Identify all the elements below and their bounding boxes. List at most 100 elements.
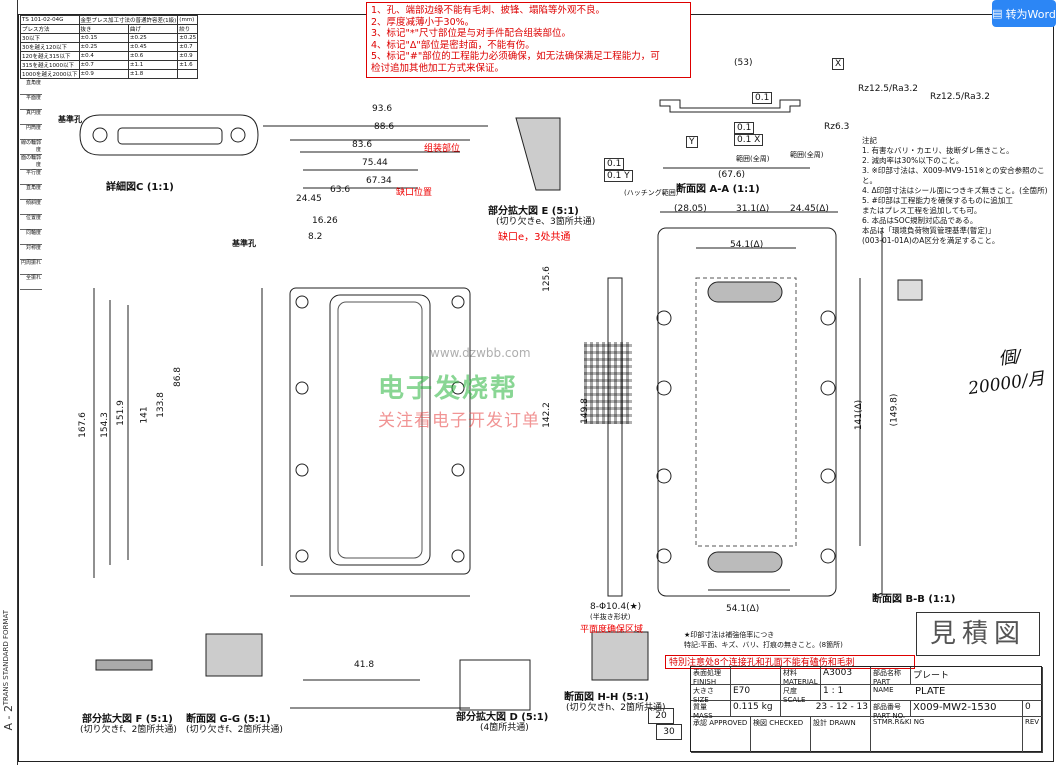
dim-86-8: 86.8 [173,366,184,388]
red-note: 5、标记"#"部位的工程能力必须确保，如无法确保满足工程能力，可 [371,51,660,62]
dim-41-8: 41.8 [354,660,375,670]
std-cell: 315を越え1000以下 [20,60,80,70]
red-note: 检讨追加其他加工方式来保证。 [371,62,505,74]
std-cell: 30を越え120以下 [20,42,80,52]
dim-53: (53) [734,58,753,68]
legend-item: 全振れ [20,275,42,290]
dim-154-3: 154.3 [99,412,110,438]
datum-x: X [832,58,845,70]
std-cell: ±0.9 [177,51,199,61]
std-cell: ±1.1 [127,60,179,70]
convert-to-word-button[interactable]: ▤ 转为Word [992,0,1056,27]
doc-icon: ▤ [992,7,1003,20]
dim-149-8-bb: (149.8) [889,393,900,427]
std-unit: (mm) [177,15,199,25]
std-cell: ±0.25 [127,33,179,43]
legend-item: 面の輪郭度 [20,155,42,170]
mass-label: 質量 MASS [691,701,731,720]
std-cell: ±0.7 [78,60,129,70]
dim-24-45: 24.45 [296,194,322,204]
partial-d-subtitle: (4箇所共通) [480,723,529,733]
gdt-legend: 直角度 平面度 真円度 円筒度 線の輪郭度 面の輪郭度 平行度 直角度 傾斜度 … [20,80,42,290]
approved-label: 承認 APPROVED [691,717,751,753]
checked-label: 検図 CHECKED [751,717,811,753]
std-cell: 30以下 [20,33,80,43]
note-line: 1. 有害なバリ・カエリ、抜断ダレ無きこと。 [862,146,1014,155]
part-name-jp: プレート [911,667,1043,685]
note-line: (003-01-01A)のA区分を満足すること。 [862,236,1000,245]
handwritten-count: 個/ 20000/月 [963,339,1046,399]
legend-item: 傾斜度 [20,200,42,215]
range-label-2: 範囲(全周) [790,151,824,159]
flat-zone-note-cn: 平面度确保区域 [580,625,644,635]
part-no-value: X009-MW2-1530 [911,701,1023,717]
red-note: 4、标记"Δ"部位是密封面，不能有伤。 [371,39,535,51]
tolerance-frame-1: 0.1 [752,92,773,104]
tolerance-frame-2: 0.1 [734,122,755,134]
dim-151-9: 151.9 [115,400,126,426]
std-cell: ±1.6 [177,60,199,70]
roughness-3: Rz6.3 [824,122,850,132]
title-block: 表面処理 FINISH 材料 MATERIAL A3003 部品名称 PART … [690,666,1043,753]
hatching-label: (ハッチング範囲) [624,189,679,197]
star-note-2: 特記:平面、キズ、バリ、打痕の無きこと。(8箇所) [684,641,843,649]
std-cell [177,69,199,79]
dim-24-45-delta: 24.45(Δ) [790,204,829,214]
note-line: またはプレス工程を追加しても可。 [862,206,982,215]
legend-item: 円周振れ [20,260,42,275]
notch-position-cn: 缺口位置 [396,188,433,198]
dim-93-6: 93.6 [372,104,393,114]
qr-code-icon [584,342,632,424]
reference-hole-label: 基準孔 [58,115,82,124]
note-line: 2. 減肉率は30%以下のこと。 [862,156,964,165]
section-hh-subtitle: (切り欠きh、2箇所共通) [566,703,666,713]
convert-label: 转为Word [1005,7,1056,21]
dim-67-6: (67.6) [718,170,746,180]
note-line: 5. #印部は工程能力を確保するものに追加工 [862,196,1013,205]
part-name-label: 部品名称 PART NAME [871,667,911,694]
partial-f-subtitle: (切り欠きf、2箇所共通) [80,725,177,735]
section-gg-subtitle: (切り欠きf、2箇所共通) [186,725,283,735]
legend-item: 平面度 [20,95,42,110]
scale-label: 尺度 SCALE [781,685,821,704]
finish-label: 表面処理 FINISH [691,667,731,686]
finish-value [731,667,781,685]
roughness-1: Rz12.5/Ra3.2 [858,84,918,94]
size-label: 大きさ SIZE [691,685,731,704]
section-gg-title: 断面図 G-G (5:1) [186,714,271,725]
watermark-url: www.dzwbb.com [430,346,531,360]
std-title: TS 101-02-04G [20,15,80,25]
tolerance-frame-3: 0.1 X [734,134,764,146]
roughness-2: Rz12.5/Ra3.2 [930,92,990,102]
std-cell: ±0.15 [78,33,129,43]
dim-83-6: 83.6 [352,140,373,150]
dim-67-34: 67.34 [366,176,392,186]
legend-item: 同軸度 [20,230,42,245]
notes-block: 注記 1. 有害なバリ・カエリ、抜断ダレ無きこと。 2. 減肉率は30%以下のこ… [862,136,1056,246]
company-label: STMR.R&KI NG [871,717,1023,753]
cutout-e-note-cn: 缺口e，3处共通 [498,232,571,243]
dim-8-2: 8.2 [308,232,323,242]
watermark-subtitle: 关注看电子开发订单 [378,411,540,431]
drawn-label: 設計 DRAWN [811,717,871,753]
star-note: ★印部寸法は補強倍率につき [684,631,775,639]
std-cell: ±0.45 [127,42,179,52]
range-label-1: 範囲(全周) [736,155,770,163]
rev-value: 0 [1023,701,1043,717]
note-line: 3. ※印部寸法は、X009-MV9-151※との安合参照のこと。 [862,166,1045,185]
tolerance-table: TS 101-02-04G 金型プレス加工寸法の普通許容差(1級) (mm) プ… [20,15,199,79]
note-line: 6. 本品はSOC規制対応品である。 [862,216,978,225]
mass-value: 0.115 kg [731,701,781,717]
dim-28-05: (28.05) [674,204,707,214]
std-cell: 絞り [177,24,199,34]
legend-item: 対称度 [20,245,42,260]
date-value: 23 - 12 - 13 [781,701,871,717]
legend-item: 平行度 [20,170,42,185]
legend-item: 位置度 [20,215,42,230]
watermark-title: 电子发烧帮 [378,374,519,404]
hole-note-sub: (半抜き形状) [590,613,631,621]
size-value: E70 [731,685,781,701]
legend-item: 真円度 [20,110,42,125]
reference-hole-label-2: 基準孔 [232,239,256,248]
std-cell: 曲げ [127,24,179,34]
